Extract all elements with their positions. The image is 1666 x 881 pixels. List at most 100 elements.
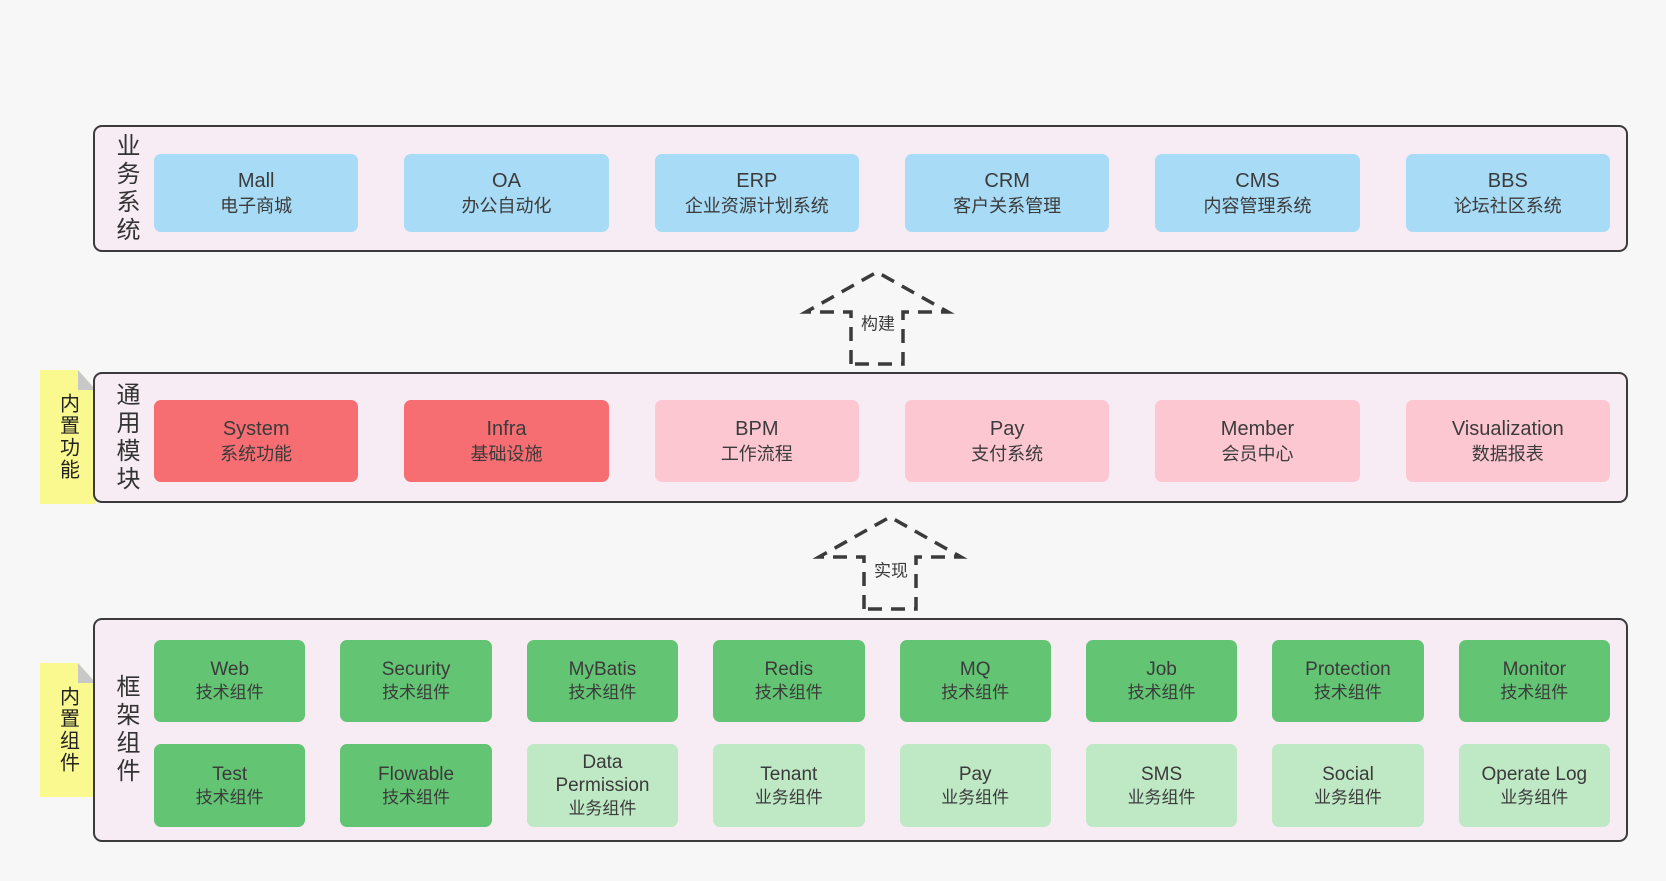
diagram-box-mq: MQ 技术组件	[899, 640, 1051, 722]
box-title: Infra	[486, 417, 527, 440]
box-title: BPM	[735, 417, 779, 440]
section-common-modules: 通用模块 System 系统功能 Infra 基础设施 BPM 工作流程 Pay 支付系统 Me…	[93, 372, 1628, 503]
box-subtitle: 业务组件	[754, 787, 823, 807]
box-title: MQ	[959, 659, 991, 680]
box-subtitle: 数据报表	[1471, 443, 1544, 464]
diagram-box-crm: CRM 客户关系管理	[904, 154, 1110, 232]
box-title: Data Permission	[555, 752, 650, 796]
arrow-up-dashed-build-icon	[799, 269, 955, 366]
box-title: CMS	[1235, 169, 1280, 192]
box-subtitle: 业务组件	[1127, 787, 1196, 807]
diagram-box-infra: Infra 基础设施	[404, 400, 609, 482]
box-title: Web	[210, 659, 250, 680]
diagram-box-data-permission: Data Permission 业务组件	[526, 744, 679, 827]
box-title: Test	[212, 763, 248, 785]
arrow-up-dashed-implement-icon	[812, 514, 968, 611]
box-title: Redis	[764, 659, 814, 680]
box-title: Protection	[1305, 659, 1391, 680]
section-label-framework-components: 框架组件	[112, 674, 139, 786]
diagram-box-security: Security 技术组件	[340, 640, 492, 722]
box-subtitle: 工作流程	[720, 443, 793, 464]
box-subtitle: 业务组件	[568, 799, 637, 818]
box-subtitle: 技术组件	[382, 787, 451, 807]
box-subtitle: 技术组件	[1313, 683, 1382, 702]
box-subtitle: 企业资源计划系统	[684, 195, 829, 216]
diagram-box-pay: Pay 支付系统	[904, 400, 1110, 482]
box-subtitle: 基础设施	[470, 443, 543, 464]
box-title: System	[222, 417, 290, 440]
box-title: MyBatis	[568, 659, 637, 680]
box-subtitle: 办公自动化	[461, 195, 552, 216]
box-subtitle: 技术组件	[1500, 683, 1569, 702]
box-title: CRM	[984, 169, 1030, 192]
diagram-box-visualization: Visualization 数据报表	[1405, 400, 1610, 482]
diagram-box-mall: Mall 电子商城	[154, 154, 359, 232]
box-subtitle: 电子商城	[220, 195, 293, 216]
box-title: Mall	[237, 169, 275, 192]
sticky-note-built-in-features: 内置功能	[40, 370, 96, 504]
box-subtitle: 技术组件	[1127, 683, 1196, 702]
sticky-note-built-in-features-label: 内置功能	[56, 393, 79, 481]
box-subtitle: 技术组件	[195, 683, 264, 702]
box-title: Flowable	[378, 763, 455, 785]
box-title: OA	[492, 169, 521, 192]
diagram-box-bbs: BBS 论坛社区系统	[1405, 154, 1610, 232]
diagram-box-member: Member 会员中心	[1155, 400, 1360, 482]
diagram-box-job: Job 技术组件	[1085, 640, 1238, 722]
box-title: Pay	[958, 763, 992, 785]
box-subtitle: 系统功能	[220, 443, 293, 464]
box-subtitle: 客户关系管理	[953, 195, 1062, 216]
box-title: Operate Log	[1481, 763, 1588, 785]
box-subtitle: 业务组件	[941, 787, 1010, 807]
box-subtitle: 技术组件	[382, 683, 451, 702]
box-title: ERP	[736, 169, 778, 192]
box-subtitle: 业务组件	[1500, 787, 1569, 807]
box-title: Member	[1220, 417, 1295, 440]
box-subtitle: 技术组件	[195, 787, 264, 807]
box-subtitle: 内容管理系统	[1203, 195, 1312, 216]
diagram-box-mybatis: MyBatis 技术组件	[526, 640, 679, 722]
diagram-box-bpm: BPM 工作流程	[654, 400, 859, 482]
section-business-systems: 业务系统 Mall 电子商城 OA 办公自动化 ERP 企业资源计划系统 CRM 客户关系管理…	[93, 125, 1628, 252]
diagram-box-protection: Protection 技术组件	[1272, 640, 1424, 722]
box-title: Job	[1146, 659, 1177, 680]
box-title: Social	[1322, 763, 1374, 785]
diagram-box-system: System 系统功能	[154, 400, 359, 482]
section-label-common-modules: 通用模块	[112, 381, 139, 494]
box-title: Pay	[989, 417, 1025, 440]
sticky-note-built-in-components: 内置组件	[40, 663, 96, 797]
box-subtitle: 技术组件	[941, 683, 1010, 702]
arrow-build-label: 构建	[856, 306, 900, 338]
box-title: Security	[381, 659, 451, 680]
box-subtitle: 论坛社区系统	[1453, 195, 1562, 216]
box-title: BBS	[1487, 169, 1528, 192]
box-title: Visualization	[1451, 417, 1564, 440]
box-subtitle: 技术组件	[568, 683, 637, 702]
arrow-implement-label: 实现	[869, 553, 913, 585]
section-label-business-systems: 业务系统	[112, 132, 139, 245]
diagram-box-web: Web 技术组件	[154, 640, 306, 722]
box-subtitle: 支付系统	[971, 443, 1044, 464]
diagram-box-monitor: Monitor 技术组件	[1458, 640, 1610, 722]
business-boxes-row: Mall 电子商城 OA 办公自动化 ERP 企业资源计划系统 CRM 客户关系管理 CMS 内容…	[154, 154, 1610, 232]
modules-boxes-row: System 系统功能 Infra 基础设施 BPM 工作流程 Pay 支付系统 Member 会…	[154, 400, 1610, 482]
box-subtitle: 业务组件	[1313, 787, 1382, 807]
diagram-box-erp: ERP 企业资源计划系统	[654, 154, 859, 232]
box-title: Monitor	[1502, 659, 1566, 680]
box-subtitle: 会员中心	[1221, 443, 1294, 464]
box-subtitle: 技术组件	[754, 683, 823, 702]
diagram-box-oa: OA 办公自动化	[404, 154, 609, 232]
diagram-box-redis: Redis 技术组件	[713, 640, 865, 722]
diagram-box-cms: CMS 内容管理系统	[1155, 154, 1360, 232]
sticky-note-built-in-components-label: 内置组件	[56, 686, 79, 774]
box-title: Tenant	[760, 763, 818, 785]
